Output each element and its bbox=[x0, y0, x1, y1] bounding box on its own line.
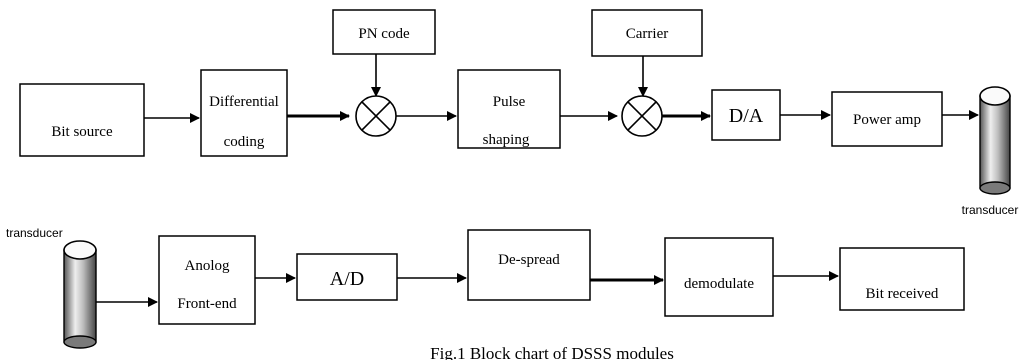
carrier-label: Carrier bbox=[626, 26, 668, 42]
power-amp-label: Power amp bbox=[853, 112, 921, 128]
bit-received-block: Bit received bbox=[839, 247, 965, 311]
dac-block: D/A bbox=[711, 89, 781, 141]
differential-label-line1: Differential bbox=[209, 94, 279, 110]
analog-label-line1: Anolog bbox=[185, 258, 231, 274]
demodulate-label: demodulate bbox=[684, 276, 754, 292]
pulse-shaping-block: Pulse shaping bbox=[457, 69, 561, 149]
pn-code-block: PN code bbox=[332, 9, 436, 55]
bit-received-label: Bit received bbox=[866, 286, 939, 302]
differential-coding-block: Differential coding bbox=[200, 69, 288, 157]
dac-label: D/A bbox=[729, 105, 764, 127]
adc-label: A/D bbox=[330, 268, 364, 290]
carrier-block: Carrier bbox=[591, 9, 703, 57]
pulse-label-line2: shaping bbox=[483, 132, 530, 148]
bit-source-label: Bit source bbox=[51, 124, 113, 140]
despread-label: De-spread bbox=[498, 252, 560, 268]
figure-caption: Fig.1 Block chart of DSSS modules bbox=[430, 344, 674, 360]
mixer-2-symbol bbox=[621, 95, 663, 137]
adc-block: A/D bbox=[296, 253, 398, 301]
analog-label-line2: Front-end bbox=[177, 296, 237, 312]
mixer-1-symbol bbox=[355, 95, 397, 137]
pn-code-label: PN code bbox=[358, 26, 410, 42]
transducer-rx-icon bbox=[63, 240, 97, 349]
differential-label-line2: coding bbox=[224, 134, 265, 150]
demodulate-block: demodulate bbox=[664, 237, 774, 317]
analog-frontend-block: Anolog Front-end bbox=[158, 235, 256, 325]
pulse-label-line1: Pulse bbox=[493, 94, 526, 110]
despread-block: De-spread bbox=[467, 229, 591, 301]
bit-source-block: Bit source bbox=[19, 83, 145, 157]
transducer-rx-label: transducer bbox=[6, 226, 63, 240]
transducer-tx-label: transducer bbox=[962, 203, 1019, 217]
power-amp-block: Power amp bbox=[831, 91, 943, 147]
transducer-tx-icon bbox=[979, 86, 1011, 195]
